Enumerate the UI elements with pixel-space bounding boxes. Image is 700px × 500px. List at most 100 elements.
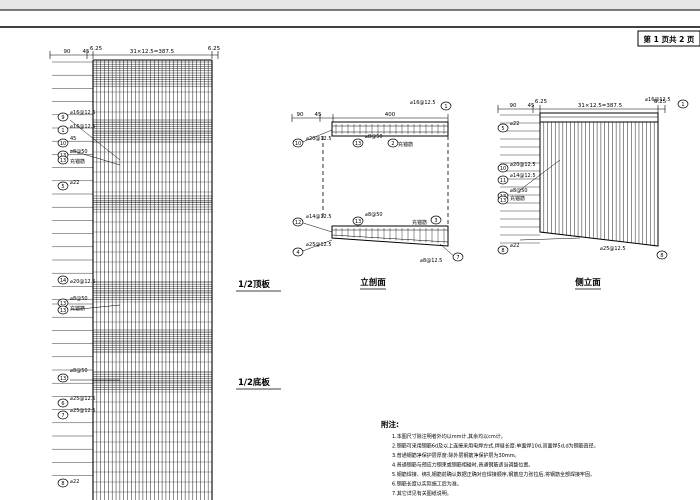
callout-number: 7 bbox=[61, 413, 64, 419]
callout-number: 10 bbox=[295, 141, 301, 147]
callout-text: ⌀8@50 bbox=[365, 212, 383, 218]
plan-callouts: 9⌀16@12.51⌀16@12.5104513⌀8@5013充锚筋5⌀2214… bbox=[57, 110, 96, 488]
callout-text: ⌀22 bbox=[510, 121, 519, 127]
callout-text: 45 bbox=[70, 136, 76, 142]
callout-circle bbox=[497, 195, 509, 205]
side-callout: 5⌀22 bbox=[497, 121, 519, 133]
callout-circle bbox=[292, 247, 304, 257]
elev-bottom-long-bar bbox=[331, 234, 449, 243]
callout-circle bbox=[352, 138, 364, 148]
callout-circle bbox=[57, 112, 69, 122]
callout-number: 11 bbox=[500, 178, 506, 184]
side-dim-mid: 45 bbox=[528, 103, 535, 109]
plan-callout: 13⌀8@50 bbox=[57, 368, 88, 383]
side-callouts: 1⌀16@12.55⌀2210⌀20@12.511⌀14@12.513⌀8@50… bbox=[497, 97, 689, 260]
plan-vertical-bars bbox=[92, 60, 213, 500]
callout-number: 1 bbox=[61, 128, 64, 134]
callout-text: ⌀16@12.5 bbox=[645, 97, 671, 103]
callout-circle bbox=[677, 99, 689, 109]
callout-number: 13 bbox=[500, 198, 506, 204]
callout-text: ⌀25@12.5 bbox=[70, 396, 96, 402]
callout-text: ⌀8@50 bbox=[70, 368, 88, 374]
note-item: 2.钢筋可采用钢筋6d及以上连接采用电焊方式,焊缝长度:单面焊10d,双面焊5d… bbox=[392, 443, 599, 450]
plan-dim-mid: 45 bbox=[83, 49, 90, 55]
note-item: 4.普通钢筋与预应力钢束或钢筋相碰时,普通钢筋适当调整位置。 bbox=[392, 462, 533, 469]
callout-text: ⌀20@12.5 bbox=[510, 162, 536, 168]
callout-text: ⌀8@50 bbox=[70, 149, 88, 155]
top-band bbox=[0, 0, 700, 10]
elev-callout: 13⌀8@50 bbox=[352, 134, 383, 148]
side-leader bbox=[519, 237, 581, 241]
callout-circle bbox=[387, 138, 399, 148]
side-dim-a: 6.25 bbox=[535, 99, 548, 105]
elev-callout: 7⌀8@12.5 bbox=[420, 252, 464, 264]
callout-circle bbox=[57, 373, 69, 383]
side-dim-b: 6.25 bbox=[654, 99, 667, 105]
callout-text: 充锚筋 bbox=[70, 158, 85, 165]
callout-circle bbox=[57, 125, 69, 135]
elev-callout: 13 ⌀8@50 bbox=[352, 212, 383, 226]
label-bottom-plate: 1/2底板 bbox=[238, 377, 270, 388]
plan-callout: 7 ⌀25@12.5 bbox=[57, 408, 96, 420]
elev-top-slab bbox=[331, 121, 449, 137]
callout-number: 1 bbox=[681, 102, 684, 108]
plan-callout: 8⌀22 bbox=[57, 478, 79, 488]
callout-circle bbox=[497, 175, 509, 185]
callout-text: ⌀16@12.5 bbox=[70, 110, 96, 116]
elev-callout: 10 ⌀20@12.5 bbox=[292, 136, 332, 148]
callout-text: ⌀8@50 bbox=[365, 134, 383, 140]
side-callout: 10 ⌀20@12.5 bbox=[497, 162, 536, 173]
side-vertical-bars bbox=[539, 122, 659, 246]
callout-text: 充锚筋 bbox=[510, 195, 525, 202]
side-view: 90 45 6.25 31×12.5=387.5 6.25 1⌀16@12.55… bbox=[497, 97, 689, 260]
callout-number: 5 bbox=[61, 184, 64, 190]
page-number: 第 1 页共 2 页 bbox=[644, 34, 695, 44]
callout-text: ⌀16@12.5 bbox=[410, 100, 436, 106]
side-outline bbox=[539, 121, 659, 247]
callout-circle bbox=[497, 245, 509, 255]
label-elevation: 立剖面 bbox=[360, 277, 386, 288]
callout-number: 9 bbox=[61, 115, 64, 121]
callout-text: ⌀14@12.5 bbox=[306, 214, 332, 220]
elev-top-slab-bars bbox=[332, 124, 448, 134]
plan-dim-a: 6.25 bbox=[90, 46, 103, 52]
callout-number: 4 bbox=[296, 250, 299, 256]
callout-circle bbox=[440, 101, 452, 111]
elev-dim-left: 90 bbox=[297, 112, 304, 118]
callout-number: 8 bbox=[660, 253, 663, 259]
page-number-block: 第 1 页共 2 页 bbox=[637, 30, 700, 47]
side-leader bbox=[519, 159, 561, 191]
callout-number: 7 bbox=[456, 255, 459, 261]
side-callout: 11⌀14@12.5 bbox=[497, 173, 536, 185]
plan-leader bbox=[69, 149, 121, 166]
notes-title: 附注: bbox=[381, 419, 399, 429]
callout-circle bbox=[497, 123, 509, 133]
label-top-plate: 1/2顶板 bbox=[238, 279, 270, 290]
callout-text: ⌀20@12.5 bbox=[306, 136, 332, 142]
callout-circle bbox=[452, 252, 464, 262]
callout-text: ⌀16@12.5 bbox=[70, 124, 96, 130]
callout-number: 2 bbox=[391, 141, 394, 147]
notes-items: 1.本图尺寸除注明者外均以mm计,其余均以cm计。2.钢筋可采用钢筋6d及以上连… bbox=[392, 433, 599, 497]
callout-number: 1 bbox=[444, 104, 447, 110]
callout-text: ⌀8@50 bbox=[70, 296, 88, 302]
note-item: 6.钢筋长度以实际施工后为准。 bbox=[392, 481, 462, 488]
plan-dim-b: 6.25 bbox=[208, 46, 221, 52]
elev-leader bbox=[299, 221, 333, 233]
callout-text: ⌀22 bbox=[510, 243, 519, 249]
side-dim-span: 31×12.5=387.5 bbox=[578, 103, 623, 109]
callout-text: ⌀25@12.5 bbox=[70, 408, 96, 414]
callout-circle bbox=[497, 163, 509, 173]
callout-number: 13 bbox=[355, 219, 361, 225]
elev-bottom-slab-bars bbox=[331, 228, 449, 244]
callout-circle bbox=[57, 181, 69, 191]
callout-number: 10 bbox=[500, 166, 506, 172]
callout-circle bbox=[57, 275, 69, 285]
